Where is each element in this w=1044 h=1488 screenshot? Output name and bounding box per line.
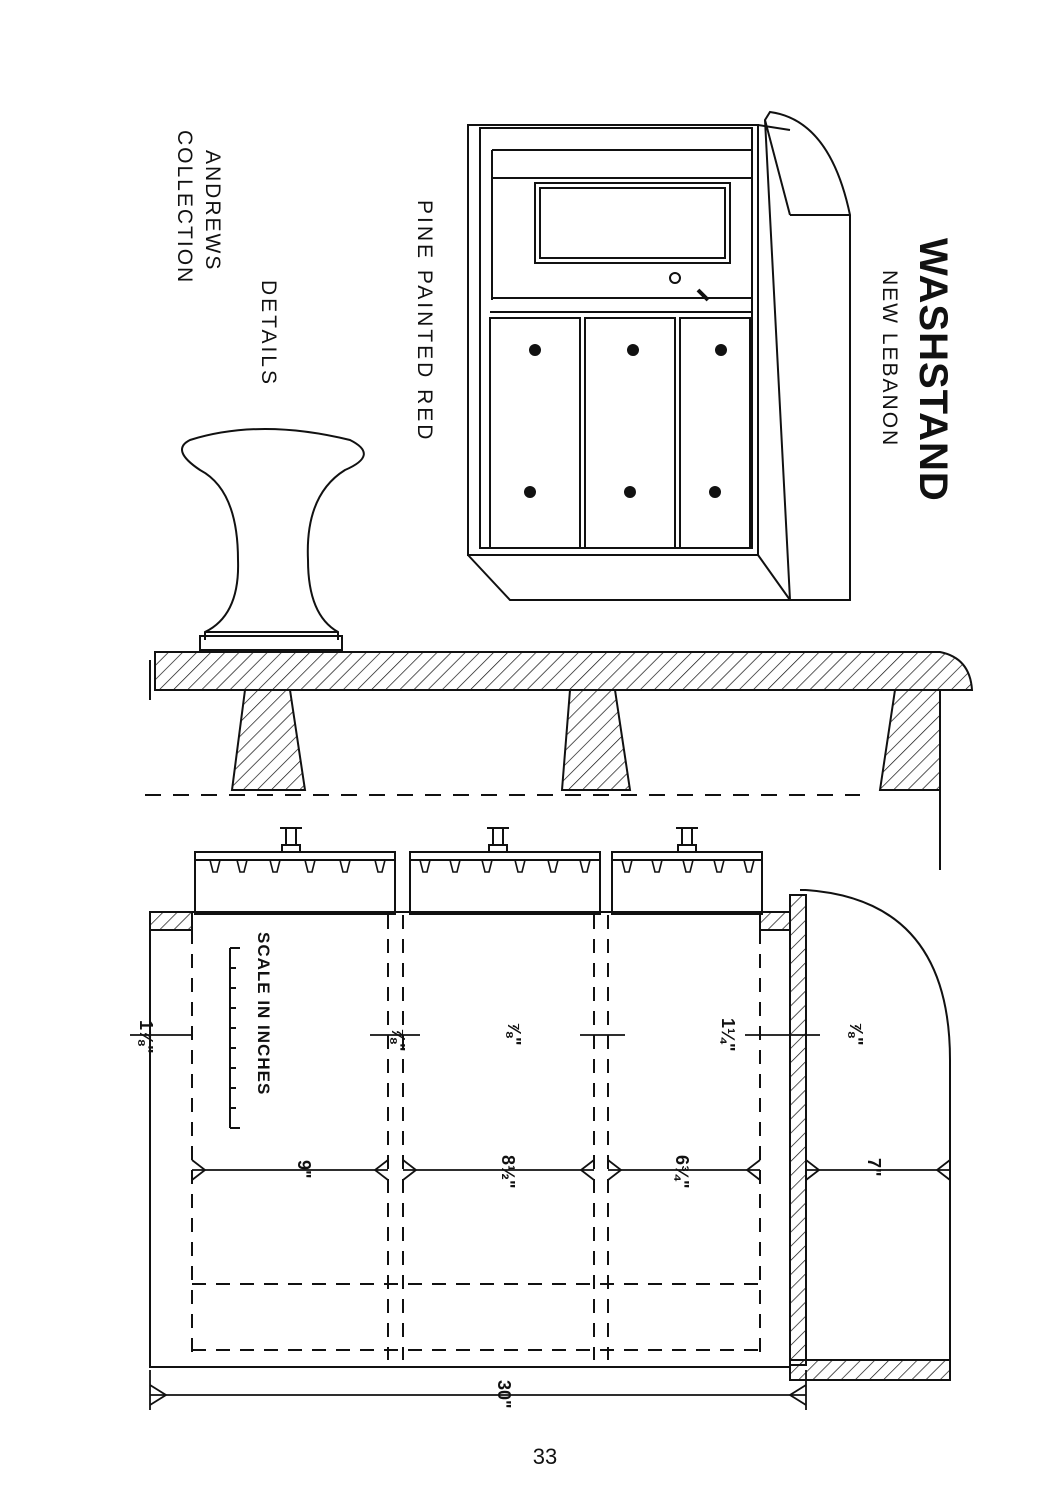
dim-rail3: 1¼" <box>718 1018 738 1052</box>
dim-drawer2-height: 8½" <box>498 1155 518 1189</box>
dim-rail1: ⅞" <box>388 1028 408 1052</box>
finish-note: PINE PAINTED RED <box>413 200 436 442</box>
dim-top-section-height: 7" <box>864 1158 884 1177</box>
dim-drawer1-height: 9" <box>294 1160 314 1179</box>
dimension-lines <box>130 1035 950 1410</box>
page-number: 33 <box>500 1444 590 1470</box>
collection-line2: COLLECTION <box>173 130 196 284</box>
drawer-top-knobs <box>280 828 698 852</box>
scale-label: SCALE IN INCHES <box>254 932 273 1095</box>
dim-drawer3-height: 6¾" <box>672 1155 692 1189</box>
knob-detail <box>182 429 364 650</box>
collection-line1: ANDREWS <box>201 150 224 271</box>
dim-rail2: ⅞" <box>504 1022 524 1046</box>
scale-bar <box>230 948 240 1128</box>
dim-base-thickness: 1⅞" <box>136 1020 156 1054</box>
dim-overall-width: 30" <box>494 1380 514 1409</box>
subtitle: NEW LEBANON <box>878 270 901 447</box>
title: WASHSTAND <box>911 238 955 502</box>
details-label: DETAILS <box>257 280 280 387</box>
drawer-teeth <box>210 860 754 872</box>
washstand-perspective <box>468 112 850 600</box>
dim-rail4: ⅞" <box>846 1022 866 1046</box>
hidden-lines <box>192 915 760 1360</box>
drawer-knobs <box>524 344 727 498</box>
top-board-section <box>145 652 972 870</box>
